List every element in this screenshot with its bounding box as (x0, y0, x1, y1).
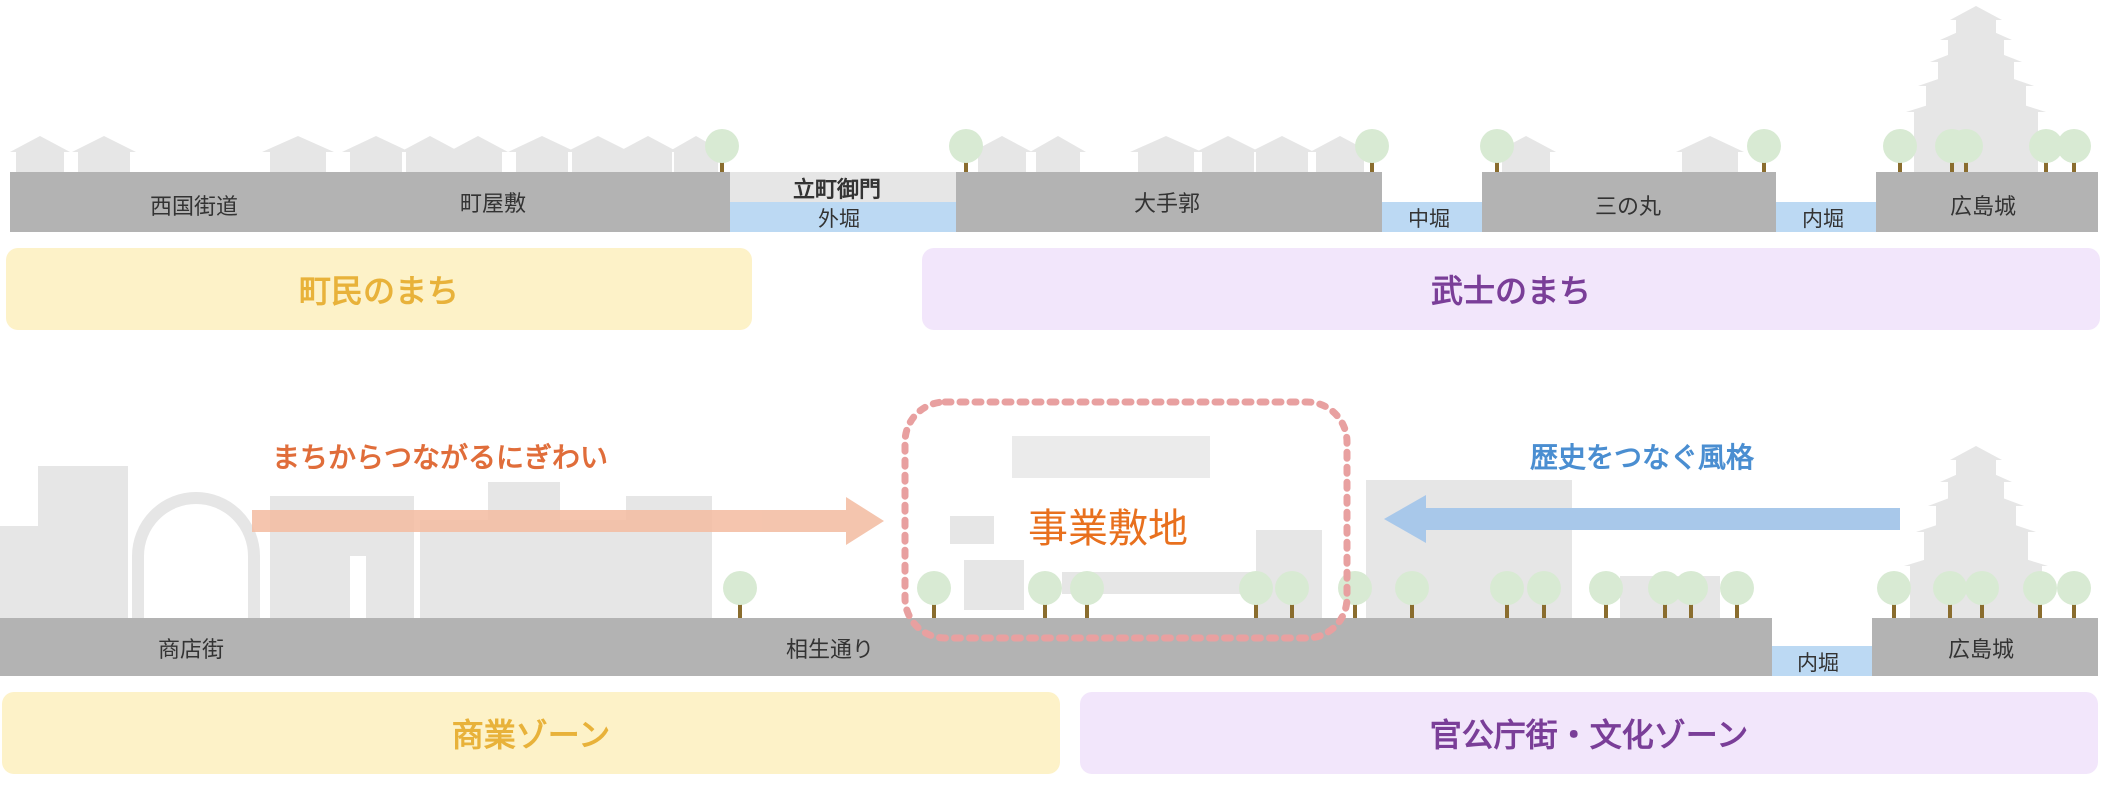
samurai-zone: 武士のまち (922, 248, 2100, 330)
top-skyline (10, 6, 2046, 172)
shopping-street-label: 商店街 (158, 638, 225, 663)
segment-tatemachi-gate: 立町御門 (793, 178, 882, 203)
left-arrow-text: まちからつながるにぎわい (272, 441, 609, 474)
bottom-buildings (0, 446, 2048, 618)
right-arrow-text: 歴史をつなぐ風格 (1530, 441, 1755, 474)
left-arrow (252, 497, 884, 545)
segment-ote-enclosure: 大手郭 (1134, 192, 1201, 217)
inner-moat-label-bottom: 内堀 (1797, 651, 1839, 675)
segment-outer-moat: 外堀 (818, 207, 860, 231)
bottom-trees (723, 571, 2091, 618)
top-trees (705, 129, 2091, 172)
segment-inner-moat: 内堀 (1802, 207, 1844, 231)
townspeople-zone: 町民のまち (6, 248, 752, 330)
right-arrow (1384, 495, 1900, 543)
top-ground-strip (10, 172, 2098, 232)
aioi-avenue-label: 相生通り (786, 638, 875, 663)
government-culture-zone: 官公庁街・文化ゾーン (1080, 692, 2098, 774)
arcade-arch (132, 492, 260, 557)
site-label: 事業敷地 (1028, 506, 1188, 552)
arch-post (132, 556, 144, 618)
hiroshima-castle-label-bottom: 広島城 (1948, 638, 2015, 663)
segment-sannomaru: 三の丸 (1595, 195, 1662, 220)
site-gradient-block (1012, 436, 1210, 478)
segment-hiroshima-castle: 広島城 (1950, 195, 2017, 220)
segment-saigoku-road: 西国街道 (150, 195, 239, 220)
segment-middle-moat: 中堀 (1408, 207, 1450, 231)
site-boundary (901, 398, 1351, 642)
bottom-ground-strip (0, 618, 2098, 676)
segment-machiyashiki: 町屋敷 (460, 192, 527, 217)
arch-post (248, 556, 260, 618)
commercial-zone: 商業ゾーン (2, 692, 1060, 774)
